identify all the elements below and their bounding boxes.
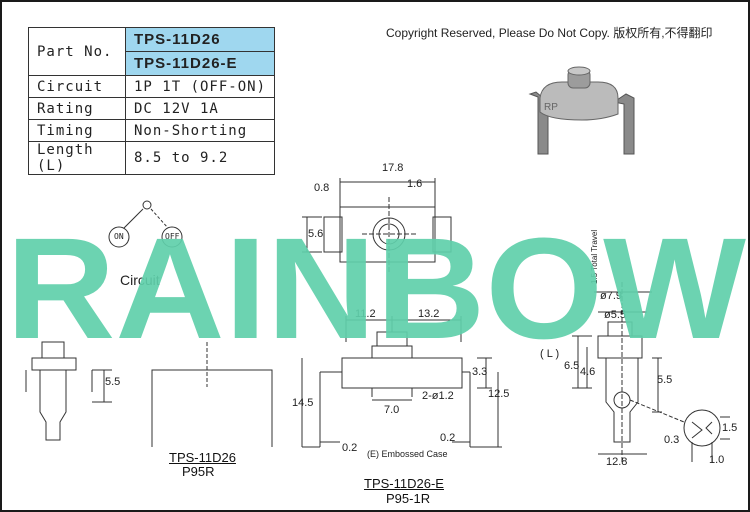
front-h2: 12.5 [488,388,510,400]
circuit-caption: Circuit [120,272,160,288]
front-right-width: 13.2 [418,308,440,320]
top-width-dim: 17.8 [382,162,404,174]
timing-label: Timing [28,119,126,142]
circuit-symbol [108,200,183,248]
h65-dim: 6.5 [564,360,580,372]
detail-width-dim: 1.0 [709,454,725,466]
circuit-off-label: OFF [165,232,180,241]
component-mark: RP [544,102,558,113]
front-pin-pitch: 7.0 [384,404,400,416]
embossed-note: (E) Embossed Case [367,449,448,459]
detail-view [629,399,730,462]
front-left-width: 11.2 [355,308,376,320]
spec-table: Part No. TPS-11D26 TPS-11D26-E Circuit 1… [28,27,275,175]
length-value: 8.5 to 9.2 [125,141,275,175]
top-view [302,178,452,272]
h46-dim: 4.6 [580,366,596,378]
front-total-height: 14.5 [292,397,314,409]
left-view-title: TPS-11D26 [169,450,236,465]
outer-dia-dim: ø7.9 [600,290,623,302]
inner-dia-dim: ø5.5 [604,309,627,321]
front-view [301,316,502,448]
copyright-notice: Copyright Reserved, Please Do Not Copy. … [386,26,713,40]
h55-dim: 5.5 [657,374,673,386]
left-view-sub: P95R [182,464,215,479]
length-dim: ( L ) [540,348,560,360]
circuit-on-label: ON [114,232,124,241]
component-photo [528,66,635,155]
top-gap-dim: 0.8 [314,182,330,194]
left-view [25,341,273,447]
front-pin-dia: 2-ø1.2 [422,390,454,402]
part-no-label: Part No. [28,27,126,76]
rating-label: Rating [28,97,126,120]
front-view-sub: P95-1R [386,491,431,506]
front-view-title: TPS-11D26-E [364,476,444,491]
front-clear-left: 0.2 [342,442,358,454]
part-number-2: TPS-11D26-E [125,51,275,76]
length-label: Length (L) [28,141,126,175]
top-height-dim: 5.6 [308,228,324,240]
side-view [572,282,662,462]
detail-height-dim: 1.5 [722,422,738,434]
base-width-dim: 12.8 [606,456,628,468]
part-number-1: TPS-11D26 [125,27,275,52]
detail-gap-dim: 0.3 [664,434,680,446]
front-h1: 3.3 [472,366,488,378]
front-clear-right: 0.2 [440,432,456,444]
circuit-value: 1P 1T (OFF-ON) [125,75,275,98]
top-hole-dim: 1.6 [407,178,423,190]
left-height-dim: 5.5 [105,376,121,388]
travel-dim: 1.5 Total Travel [590,229,599,284]
